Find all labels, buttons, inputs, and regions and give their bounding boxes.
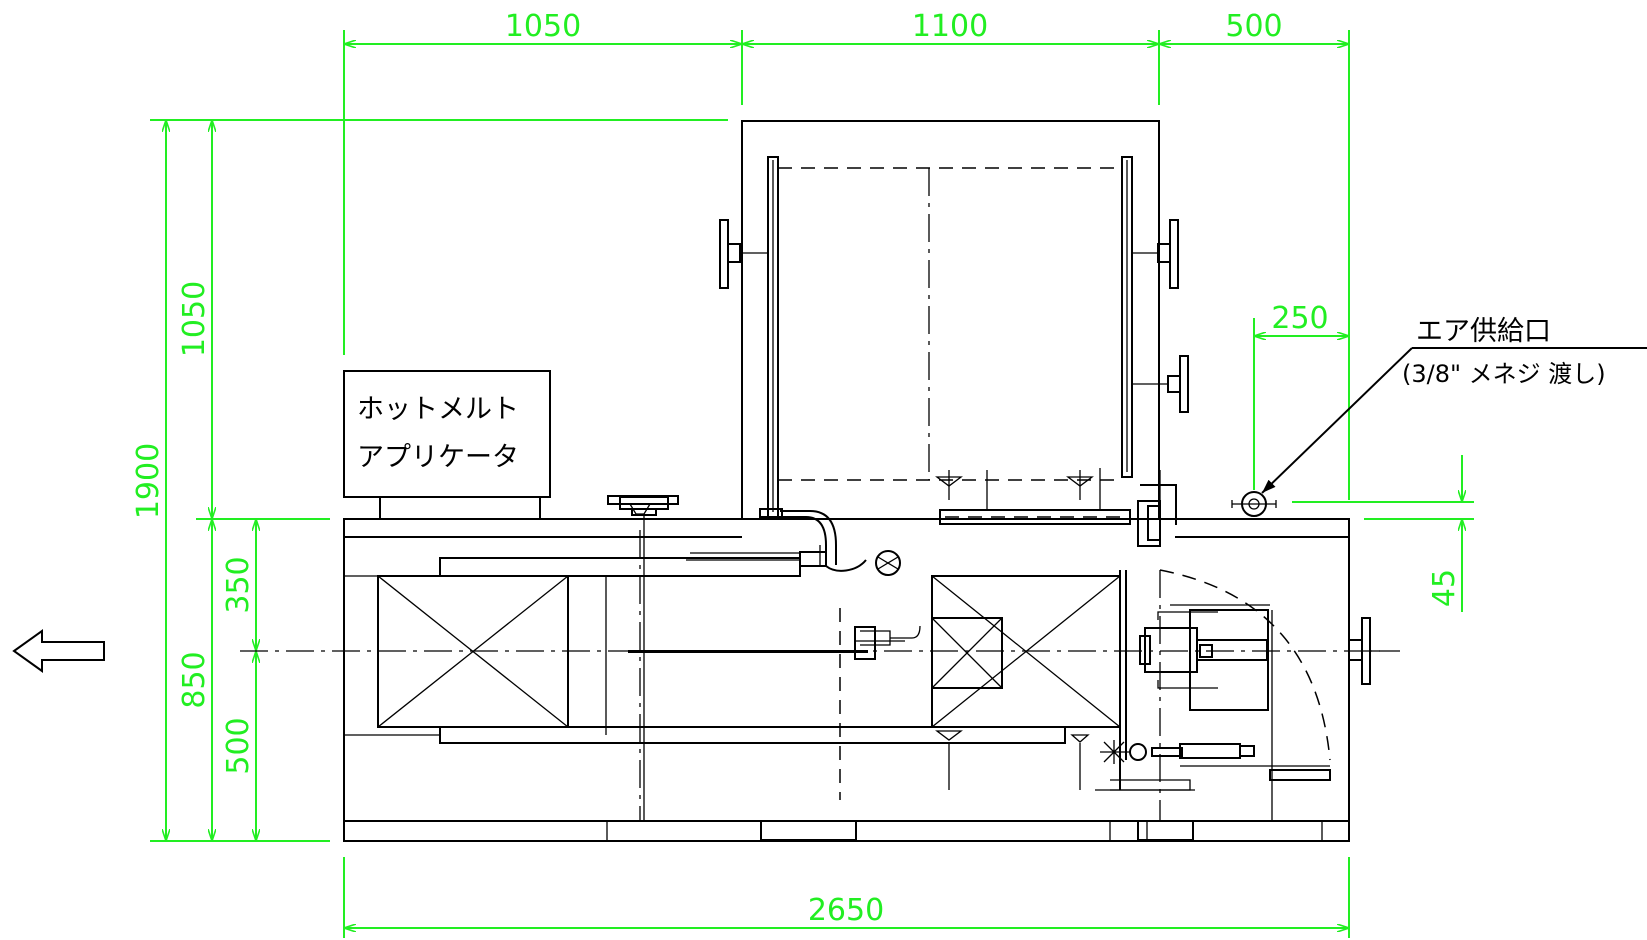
machine-frame: [343, 120, 1350, 842]
conveyor: [344, 552, 1121, 800]
dim-top-1: 1050: [505, 9, 581, 44]
applicator-label-line1: ホットメルト: [357, 394, 519, 425]
air-supply-port: エア供給口 (3/8" メネジ 渡し): [1231, 316, 1647, 517]
dimension-texts: 1050 1100 500 2650 250 1900 1050 850 350…: [131, 9, 1462, 928]
dim-air-offset: 250: [1271, 301, 1328, 336]
center-line: [240, 530, 1380, 822]
dim-left-b: 500: [221, 717, 256, 774]
air-supply-title: エア供給口: [1416, 316, 1551, 347]
dim-top-3: 500: [1225, 9, 1282, 44]
air-supply-note: (3/8" メネジ 渡し): [1402, 360, 1606, 388]
applicator-box: ホットメルト アプリケータ: [343, 370, 551, 520]
hopper-section: [719, 156, 1189, 547]
right-mechanism: [1095, 569, 1400, 822]
dim-right-offset: 45: [1427, 569, 1462, 607]
handwheel-left: [607, 495, 679, 515]
dim-left-lower: 850: [177, 651, 212, 708]
dim-bottom-total: 2650: [808, 893, 884, 928]
dim-top-2: 1100: [912, 9, 988, 44]
dim-left-upper: 1050: [177, 281, 212, 357]
applicator-label-line2: アプリケータ: [357, 442, 519, 473]
left-arrow-icon: [12, 629, 105, 673]
dim-left-a: 350: [221, 556, 256, 613]
dim-left-overall: 1900: [131, 443, 166, 519]
dimension-lines: [150, 30, 1474, 938]
